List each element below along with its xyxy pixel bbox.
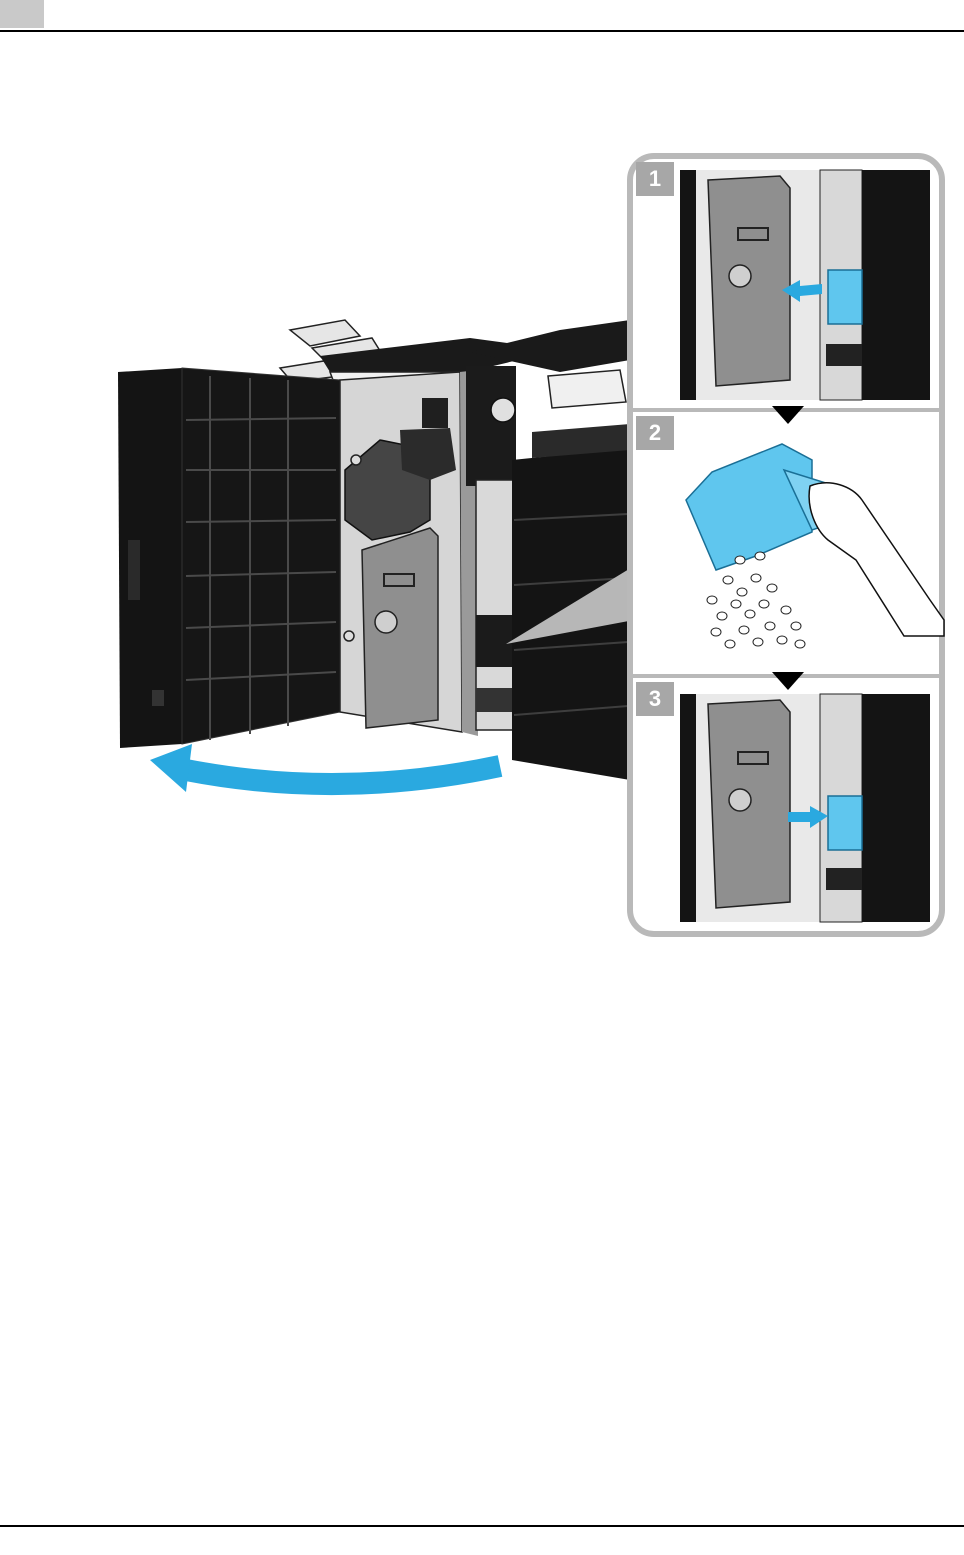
step-1-illustration — [680, 170, 930, 400]
step-2-badge: 2 — [636, 416, 674, 450]
open-door-arrow-icon — [150, 744, 500, 792]
step-3-illustration — [680, 694, 930, 922]
illustration — [0, 0, 964, 960]
finisher-illustration — [118, 320, 630, 792]
footer-rule — [0, 1525, 964, 1527]
step-1-badge: 1 — [636, 162, 674, 196]
step-3-badge: 3 — [636, 682, 674, 716]
